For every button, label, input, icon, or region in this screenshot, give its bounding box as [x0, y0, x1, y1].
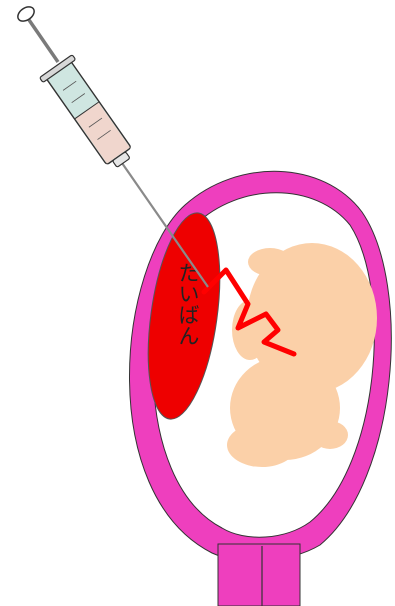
- thumb-press: [15, 4, 37, 24]
- cervix: [218, 544, 300, 606]
- syringe-icon: [15, 4, 208, 287]
- plunger-rod: [27, 17, 58, 62]
- placenta-label: たいばん: [176, 262, 200, 346]
